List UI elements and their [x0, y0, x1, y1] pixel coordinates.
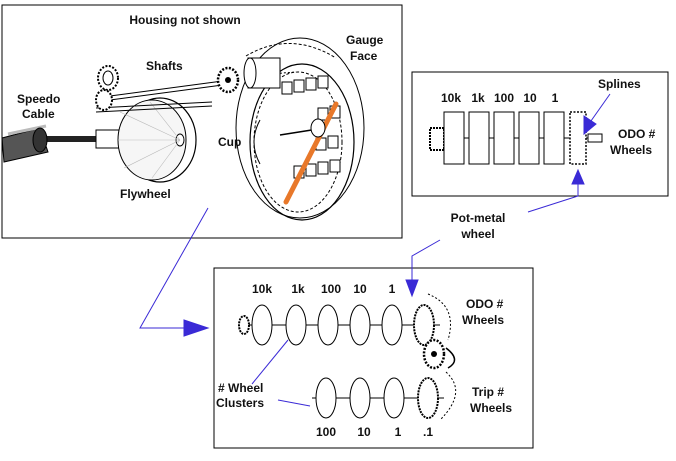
cluster-trip-label-1: 1 [395, 425, 402, 439]
odo-digit-label-10k: 10k [441, 91, 461, 105]
odo-digit-label-1k: 1k [471, 91, 485, 105]
trip-wheels-label-2: Wheels [470, 401, 512, 415]
speedo-cable-label-1: Speedo [17, 92, 60, 106]
shaft-gear-icon [216, 66, 240, 94]
pot-metal-label-1: Pot-metal [451, 211, 506, 225]
odo-wheel-100 [493, 111, 515, 165]
gauge-face-label-2: Face [350, 49, 378, 63]
magnet-cup [249, 63, 355, 221]
gear-icon [97, 65, 119, 91]
cluster-odo-wheels-label-2: Wheels [462, 313, 504, 327]
arrow-pot-metal-down [411, 239, 441, 290]
flywheel-label: Flywheel [120, 187, 171, 201]
odo-digit-label-10: 10 [523, 91, 537, 105]
odo-wheel-1k [468, 111, 490, 165]
splines-label: Splines [598, 77, 641, 91]
cluster-odo-label-1k: 1k [291, 282, 305, 296]
arrowhead-cluster-panel [183, 319, 210, 337]
flywheel [117, 97, 197, 183]
clusters-pointer-to-odo [251, 339, 289, 385]
cluster-trip-label-.1: .1 [423, 425, 433, 439]
cluster-odo-label-10: 10 [353, 282, 367, 296]
odo-wheel-1 [543, 111, 565, 165]
odometer-wheel-row [443, 111, 587, 165]
cluster-trip-label-100: 100 [316, 425, 336, 439]
pot-metal-wheel [569, 111, 587, 165]
wheel-clusters-label-1: # Wheel [218, 381, 263, 395]
cup-label: Cup [218, 135, 241, 149]
trip-rotation-arrow [439, 371, 456, 421]
arrowhead-pot-metal-up [571, 168, 585, 185]
spline-gear-icon [429, 127, 445, 151]
odo-wheels-label-1: ODO # [618, 127, 656, 141]
connector-arrows [139, 93, 611, 407]
trip-wheel-cluster [312, 377, 444, 419]
arrow-pot-metal-up [527, 180, 579, 213]
speedo-cable-label-2: Cable [22, 107, 55, 121]
odo-rotation-arrow [427, 293, 451, 341]
gauge-face [235, 37, 365, 219]
odo-wheel-10 [518, 111, 540, 165]
cluster-trip-label-10: 10 [357, 425, 371, 439]
wheel-clusters-label-2: Clusters [216, 396, 264, 410]
housing-note: Housing not shown [129, 13, 240, 27]
gauge-face-label-1: Gauge [346, 33, 384, 47]
transfer-rotation-arrow [445, 347, 456, 369]
odometer-digit-labels: 10k 1k 100 10 1 [441, 91, 559, 105]
worm-gear-icon [95, 89, 113, 111]
odo-digit-label-100: 100 [494, 91, 514, 105]
cluster-odo-label-100: 100 [321, 282, 341, 296]
trip-wheels-label-1: Trip # [472, 385, 504, 399]
odo-wheel-10k [443, 111, 465, 165]
cluster-odo-label-10k: 10k [252, 282, 272, 296]
shafts-label: Shafts [146, 59, 183, 73]
cluster-odo-digit-labels: 10k 1k 100 10 1 [252, 282, 396, 296]
arrowhead-pot-metal-down [405, 279, 419, 298]
odo-digit-label-1: 1 [552, 91, 559, 105]
pot-metal-label-2: wheel [460, 227, 494, 241]
cluster-panel-frame [213, 267, 534, 449]
arrowhead-splines [583, 115, 597, 136]
cluster-odo-wheels-label-1: ODO # [466, 297, 504, 311]
cluster-trip-digit-labels: 100 10 1 .1 [316, 425, 433, 439]
shafts [95, 79, 231, 113]
speedo-cable [1, 124, 96, 163]
odo-wheel-cluster [238, 304, 440, 346]
transfer-gear-icon [422, 338, 446, 370]
arrow-to-cluster-panel [139, 207, 209, 329]
clusters-pointer-to-trip [277, 399, 311, 407]
speedometer-needle [283, 101, 339, 205]
cluster-odo-label-1: 1 [389, 282, 396, 296]
odo-wheels-label-2: Wheels [610, 143, 652, 157]
